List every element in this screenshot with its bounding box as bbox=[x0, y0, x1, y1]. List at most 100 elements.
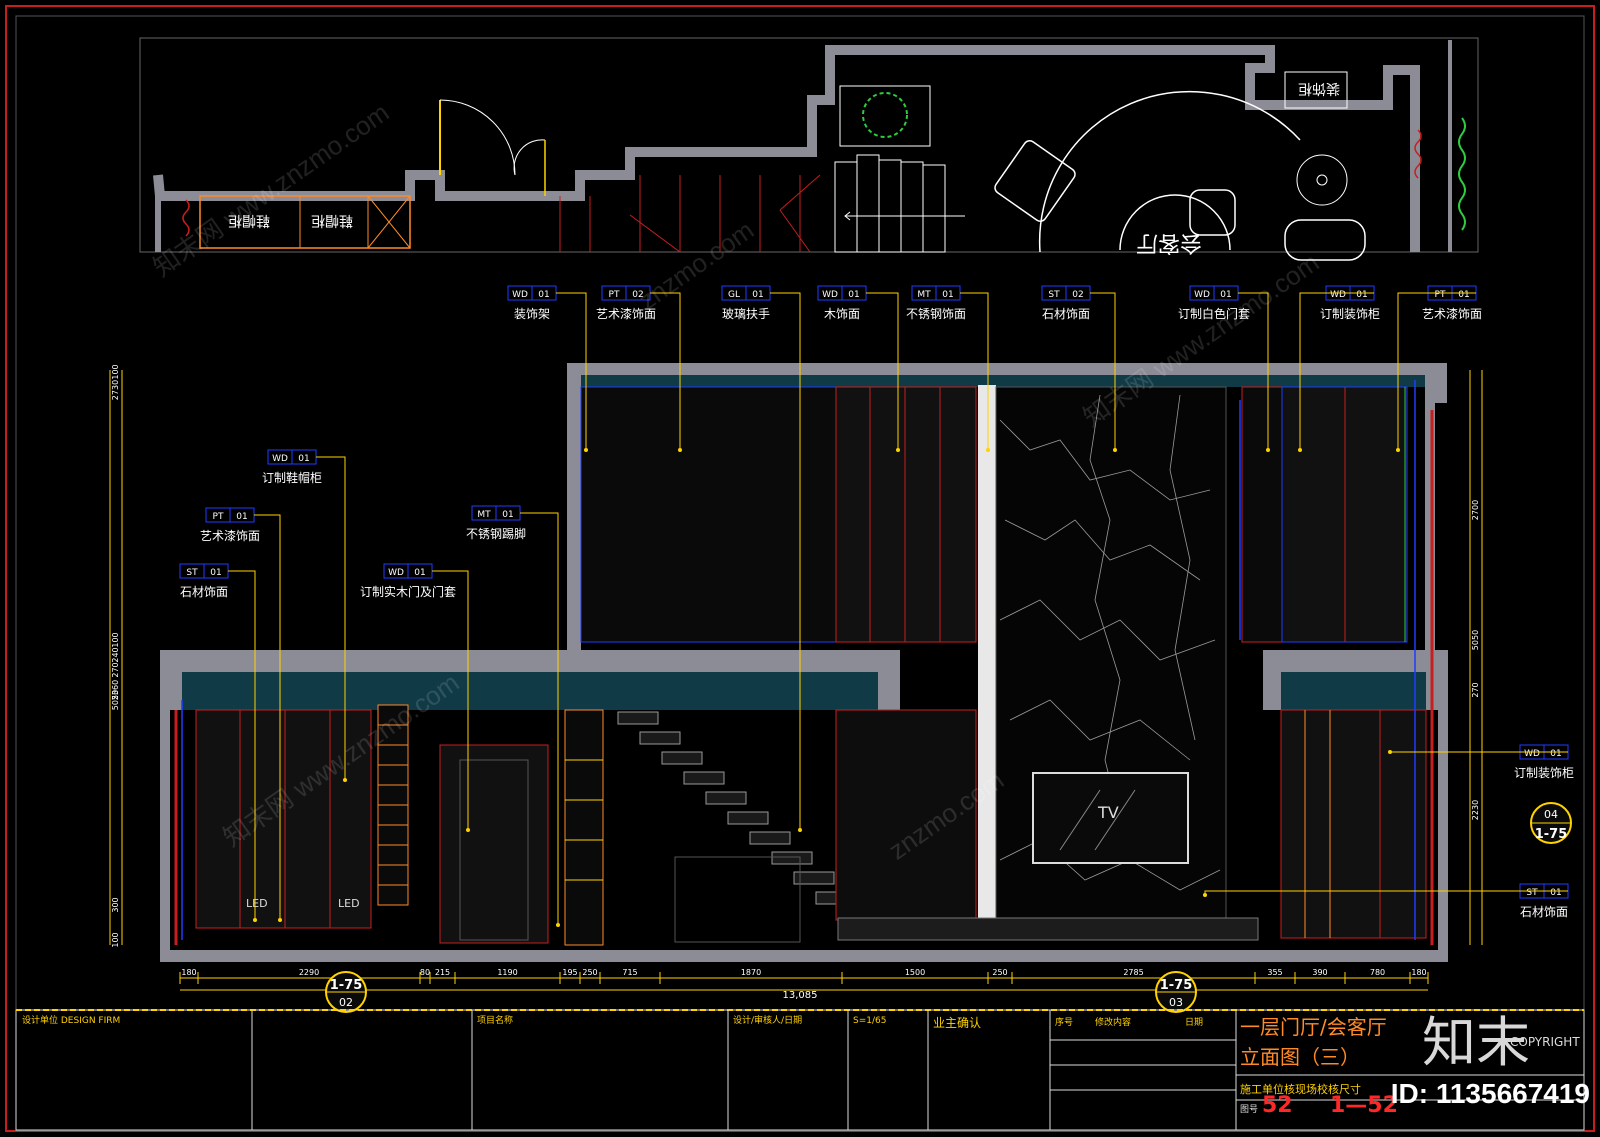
plan-label-display-cabinet: 装饰柜 bbox=[1298, 80, 1340, 96]
tb-note: 施工单位核现场校核尺寸 bbox=[1240, 1082, 1361, 1096]
svg-text:04: 04 bbox=[1544, 808, 1558, 821]
section-marker-02: 1-75 02 bbox=[325, 971, 367, 1013]
dim-value: 195 bbox=[562, 968, 577, 977]
callout-code: ST bbox=[186, 568, 198, 578]
id-tag: ID: 1135667419 bbox=[1390, 1078, 1590, 1109]
callout-num: 01 bbox=[538, 290, 549, 300]
dim-value: 180 bbox=[1411, 968, 1426, 977]
callout-code: GL bbox=[728, 290, 740, 300]
callout-num: 02 bbox=[1072, 290, 1083, 300]
overall-dimension: 13,085 bbox=[783, 990, 818, 1001]
led-label-1: LED bbox=[246, 897, 268, 910]
callout-num: 01 bbox=[236, 512, 247, 522]
tb-sheet-ref: 1—52 bbox=[1330, 1093, 1398, 1118]
tv-label: TV bbox=[1097, 803, 1119, 822]
svg-text:1-75: 1-75 bbox=[1535, 827, 1568, 842]
callout-code: WD bbox=[272, 454, 288, 464]
dim-value-left: 270 bbox=[111, 662, 120, 677]
callout-code: WD bbox=[512, 290, 528, 300]
callout-num: 01 bbox=[1550, 749, 1561, 759]
callout-top-8: PT 01 艺术漆饰面 bbox=[1396, 285, 1482, 452]
callout-num: 01 bbox=[414, 568, 425, 578]
callout-num: 01 bbox=[1458, 290, 1469, 300]
section-marker-03: 1-75 03 bbox=[1155, 971, 1197, 1013]
inner-gray-frame bbox=[15, 15, 1585, 1132]
dim-value-left: 100 bbox=[111, 632, 120, 647]
tb-sheet-number: 52 bbox=[1262, 1093, 1293, 1118]
dim-value-left: 2360 bbox=[111, 680, 120, 700]
callout-label: 石材饰面 bbox=[1520, 905, 1568, 919]
callout-label: 艺术漆饰面 bbox=[596, 307, 656, 321]
dim-value: 250 bbox=[992, 968, 1007, 977]
dim-value-left: 300 bbox=[111, 897, 120, 912]
svg-text:1-75: 1-75 bbox=[330, 978, 363, 993]
callout-num: 02 bbox=[632, 290, 643, 300]
callout-code: PT bbox=[213, 512, 224, 522]
title-block: 设计单位 DESIGN FIRM 项目名称 设计/审核人/日期 S=1/65 业… bbox=[15, 1009, 1585, 1131]
tb-owner-confirm: 业主确认 bbox=[933, 1016, 981, 1030]
tb-sheet-label: 图号 bbox=[1240, 1104, 1258, 1115]
callout-num: 01 bbox=[210, 568, 221, 578]
dim-value-right: 5050 bbox=[1471, 630, 1480, 650]
callout-left-1: PT 01 艺术漆饰面 bbox=[200, 507, 282, 922]
callout-label: 订制装饰柜 bbox=[1514, 766, 1574, 780]
callout-label: 订制白色门套 bbox=[1178, 306, 1250, 321]
dim-value: 715 bbox=[622, 968, 637, 977]
callout-right-0: WD 01 订制装饰柜 bbox=[1388, 744, 1574, 780]
dim-value-left: 5050 bbox=[111, 690, 120, 710]
tb-scale: S=1/65 bbox=[853, 1016, 886, 1026]
callout-label: 订制实木门及门套 bbox=[360, 584, 456, 599]
callout-num: 01 bbox=[1220, 290, 1231, 300]
callout-label: 不锈钢饰面 bbox=[906, 307, 966, 321]
dim-value: 2290 bbox=[299, 968, 319, 977]
callout-label: 艺术漆饰面 bbox=[1422, 307, 1482, 321]
dim-value: 180 bbox=[181, 968, 196, 977]
callout-label: 艺术漆饰面 bbox=[200, 529, 260, 543]
tb-content: 修改内容 bbox=[1095, 1016, 1131, 1028]
tb-designer: 设计/审核人/日期 bbox=[733, 1014, 802, 1026]
callout-code: WD bbox=[1524, 749, 1540, 759]
callout-code: MT bbox=[917, 290, 931, 300]
tb-copyright: COPYRIGHT bbox=[1510, 1035, 1580, 1049]
tb-seq: 序号 bbox=[1055, 1016, 1073, 1028]
dim-value: 2785 bbox=[1123, 968, 1143, 977]
callout-code: PT bbox=[1435, 290, 1446, 300]
dim-value: 1500 bbox=[905, 968, 925, 977]
callout-num: 01 bbox=[1550, 888, 1561, 898]
dim-value-left: 100 bbox=[111, 364, 120, 379]
dim-value: 355 bbox=[1267, 968, 1282, 977]
dim-value-left: 240 bbox=[111, 647, 120, 662]
dim-value: 390 bbox=[1312, 968, 1327, 977]
dim-value: 80 bbox=[420, 968, 430, 977]
tb-design-unit: 设计单位 DESIGN FIRM bbox=[22, 1014, 120, 1026]
tb-date: 日期 bbox=[1185, 1017, 1203, 1028]
callout-label: 订制装饰柜 bbox=[1320, 307, 1380, 321]
svg-text:03: 03 bbox=[1169, 996, 1183, 1009]
brand-logo: 知末 bbox=[1422, 1011, 1530, 1074]
callout-num: 01 bbox=[848, 290, 859, 300]
callout-code: WD bbox=[822, 290, 838, 300]
callout-code: ST bbox=[1526, 888, 1538, 898]
plan-label-shoe-cabinet-2: 鞋帽柜 bbox=[311, 212, 353, 228]
dim-value-left: 100 bbox=[111, 932, 120, 947]
tb-drawing-title-2: 立面图（三） bbox=[1240, 1045, 1360, 1069]
dim-value-right: 2700 bbox=[1471, 500, 1480, 520]
svg-text:02: 02 bbox=[339, 996, 353, 1009]
callout-num: 01 bbox=[502, 510, 513, 520]
dim-value: 1870 bbox=[741, 968, 761, 977]
callout-num: 01 bbox=[1356, 290, 1367, 300]
callout-code: WD bbox=[1194, 290, 1210, 300]
